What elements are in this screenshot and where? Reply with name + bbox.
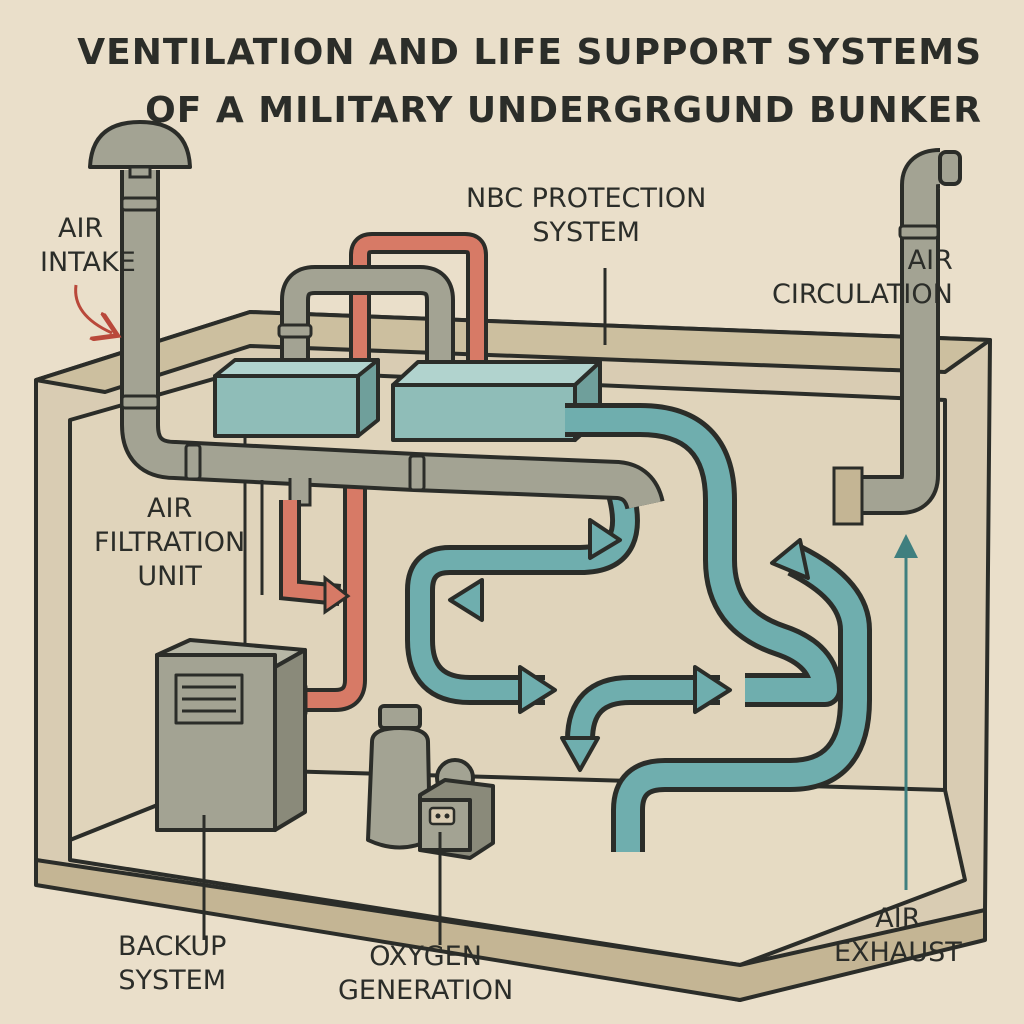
label-air-exhaust: AIR EXHAUST — [834, 902, 962, 970]
circulation-rise-right — [611, 544, 872, 852]
duct-coupling-2 — [120, 394, 160, 410]
duct-coupling-1 — [120, 196, 160, 212]
oxygen-generator — [366, 704, 495, 860]
label-backup-system: BACKUP SYSTEM — [118, 930, 226, 998]
backup-generator — [155, 638, 307, 832]
arrowhead-right-second — [693, 665, 732, 714]
arrowhead-down — [560, 736, 600, 772]
oxygen-cylinder-cap — [378, 704, 422, 730]
intake-cap-icon — [88, 120, 192, 179]
oxygen-cylinder — [366, 726, 432, 850]
label-exhaust-line-2: EXHAUST — [834, 937, 962, 968]
label-air-intake-line-1: AIR — [58, 213, 104, 244]
filtration-red-arrowhead — [323, 574, 351, 615]
label-nbc-protection: NBC PROTECTION SYSTEM — [466, 182, 706, 250]
label-air-circulation: AIR CIRCULATION — [772, 244, 953, 312]
label-nbc-line-1: NBC PROTECTION — [466, 183, 707, 214]
diagram-title-line-2: OF A MILITARY UNDERGRGUND BUNKER — [145, 90, 982, 131]
intake-arrow — [74, 284, 112, 333]
label-backup-line-2: SYSTEM — [118, 965, 227, 996]
air-intake-duct — [120, 170, 665, 511]
label-filtration-line-1: AIR — [147, 493, 193, 524]
label-air-filtration: AIR FILTRATION UNIT — [94, 492, 245, 594]
leader-lines — [202, 268, 607, 945]
label-oxygen-line-2: GENERATION — [338, 975, 514, 1006]
filter-box-left — [213, 358, 380, 438]
diagram-title-line-1: VENTILATION AND LIFE SUPPORT SYSTEMS — [77, 32, 982, 73]
circulation-arrowheads — [448, 518, 810, 772]
bunker-front-lip — [34, 858, 987, 1002]
label-filtration-line-3: UNIT — [137, 561, 202, 592]
label-exhaust-line-1: AIR — [875, 903, 921, 934]
control-panel-icon — [428, 806, 456, 826]
label-nbc-line-2: SYSTEM — [532, 217, 640, 248]
air-circulation-paths — [405, 403, 872, 852]
exhaust-coupling — [898, 224, 940, 240]
label-air-intake: AIR INTAKE — [40, 212, 136, 280]
label-air-intake-line-2: INTAKE — [40, 247, 136, 278]
louver-vent-icon — [174, 673, 244, 725]
exhaust-wall-plate — [832, 466, 864, 526]
duct-coupling-3 — [184, 443, 202, 481]
label-circulation-line-1: AIR — [907, 245, 953, 276]
label-oxygen-generation: OXYGEN GENERATION — [338, 940, 513, 1008]
air-exhaust-stack — [832, 148, 962, 526]
arrowhead-left — [448, 578, 484, 622]
circulation-loop-main — [565, 403, 842, 707]
label-backup-line-1: BACKUP — [118, 931, 227, 962]
nbc-pipe-loop — [277, 265, 455, 385]
exhaust-outlet-cap — [938, 150, 962, 186]
circulation-return-left — [565, 675, 720, 741]
label-circulation-line-2: CIRCULATION — [772, 279, 953, 310]
bunker-top-rim — [34, 310, 992, 394]
label-oxygen-line-1: OXYGEN — [369, 941, 482, 972]
arrowhead-mid-right — [518, 665, 557, 714]
label-filtration-line-2: FILTRATION — [94, 527, 246, 558]
arrowhead-rising — [770, 538, 810, 580]
duct-coupling-4 — [408, 454, 426, 492]
arrowhead-upper-right — [588, 518, 622, 560]
